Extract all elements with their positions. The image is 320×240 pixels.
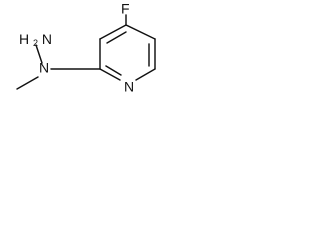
amino-group-label: H 2 N [19, 31, 52, 51]
amino-nitrogen-label: N [42, 31, 52, 47]
bond-inner-lower-left [105, 65, 122, 76]
bond-ring-top-right [125, 24, 156, 40]
bond-ring-top-left [99, 24, 127, 40]
molecule-drawing: F N N H 2 N [16, 1, 156, 95]
fluorine-atom-label: F [121, 1, 130, 17]
amino-hydrogen-label: H [19, 31, 29, 47]
amine-nitrogen-atom-label: N [39, 60, 49, 76]
bond-ring-bottom-right [135, 68, 156, 81]
bond-ring-bottom-left [99, 68, 121, 81]
chemical-structure-diagram: F N N H 2 N [0, 0, 170, 120]
bond-inner-upper-left [106, 31, 127, 44]
amino-hydrogen-subscript: 2 [33, 38, 38, 48]
bond-amine-nitrogen-to-amino-nitrogen [35, 44, 43, 64]
bond-amine-nitrogen-to-methyl [16, 76, 39, 90]
ring-nitrogen-atom-label: N [124, 79, 134, 95]
